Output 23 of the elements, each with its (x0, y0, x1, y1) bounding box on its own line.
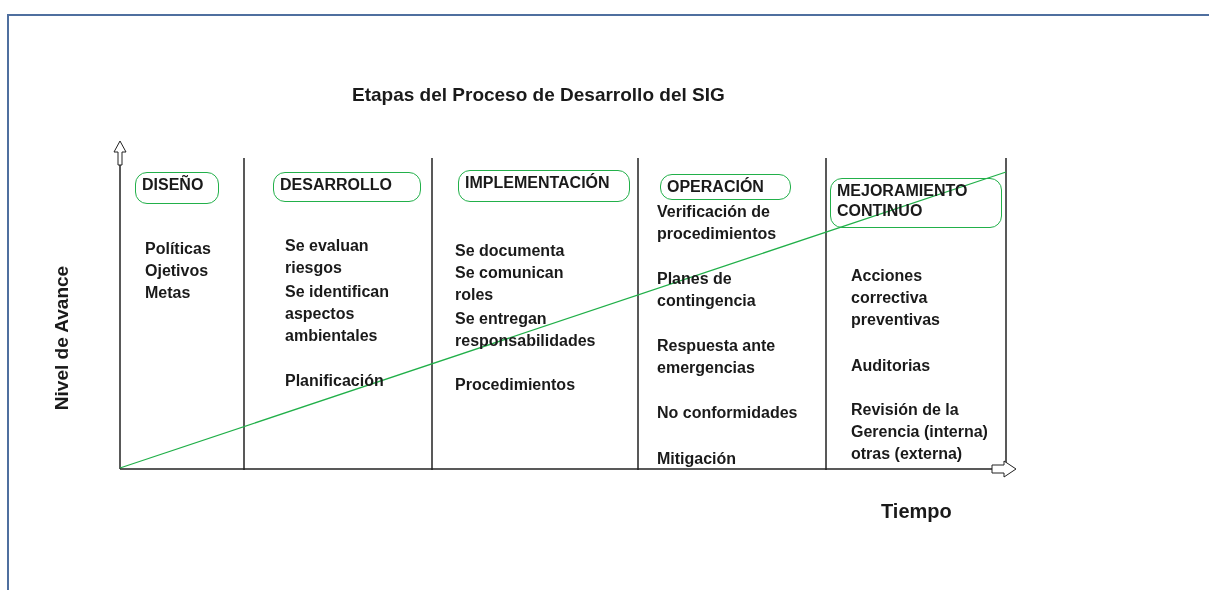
stage-heading: DESARROLLO (273, 172, 421, 202)
stage-heading: DISEÑO (135, 172, 219, 204)
diagram-title: Etapas del Proceso de Desarrollo del SIG (352, 84, 725, 106)
stage-heading: IMPLEMENTACIÓN (458, 170, 630, 202)
axis-label: Nivel de Avance (51, 265, 73, 411)
stage-item: Planificación (285, 371, 385, 391)
stage-item: Políticas (145, 239, 212, 259)
stage-item: Ojetivos (145, 261, 210, 281)
stage-heading: OPERACIÓN (660, 174, 791, 200)
stage-item: Se comunican roles (455, 263, 565, 305)
axis-label: Tiempo (881, 500, 952, 522)
stage-item: Se identifican aspectos ambientales (285, 282, 391, 346)
stage-item: No conformidades (657, 403, 799, 423)
stage-item: Mitigación (657, 449, 738, 469)
stage-item: Se evaluan riesgos (285, 236, 370, 278)
stage-item: Verificación de procedimientos (657, 202, 778, 244)
stage-item: Acciones correctiva preventivas (851, 266, 941, 330)
stage-item: Metas (145, 283, 192, 303)
stage-item: Revisión de la Gerencia (interna) otras (externa) (851, 400, 989, 464)
stage-item: Auditorias (851, 356, 932, 376)
stage-item: Procedimientos (455, 375, 577, 395)
stage-item: Respuesta ante emergencias (657, 336, 777, 378)
stage-item: Se documenta (455, 241, 566, 261)
